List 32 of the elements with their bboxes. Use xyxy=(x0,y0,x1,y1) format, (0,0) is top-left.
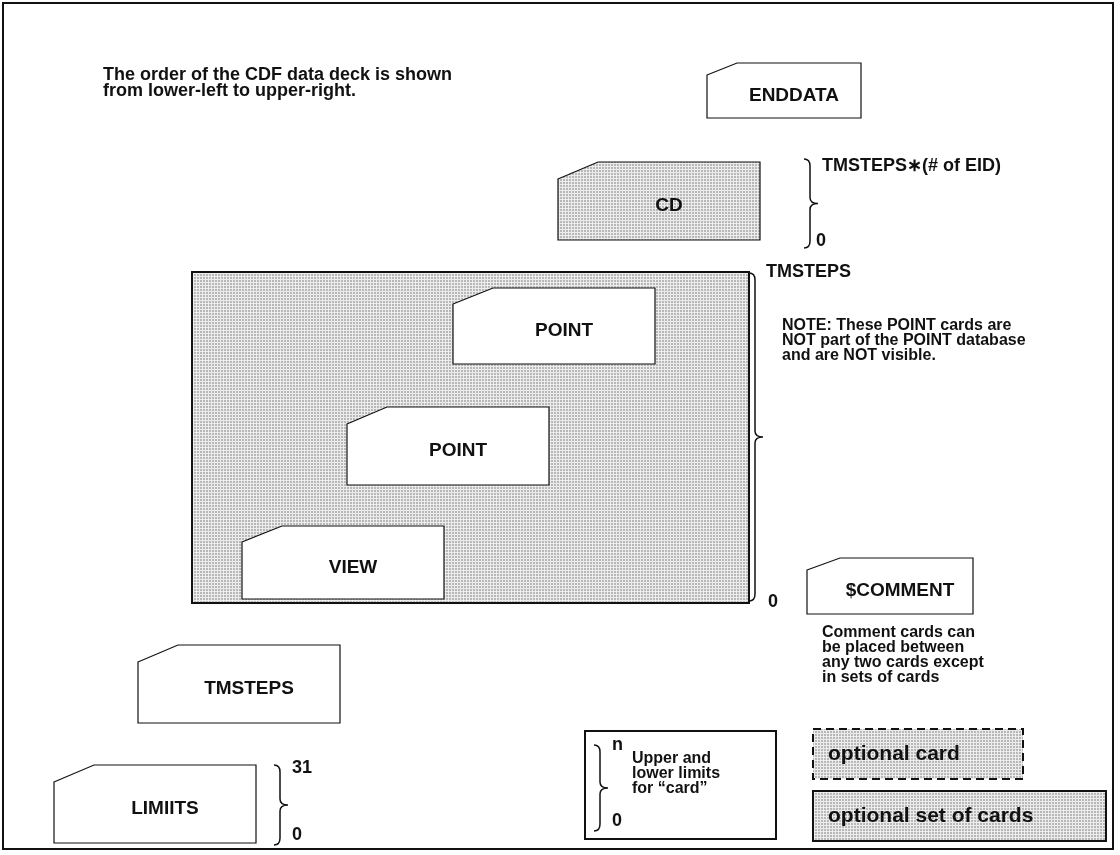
note-text: The order of the CDF data deck is shown from lower-left to upper-right. xyxy=(103,66,454,98)
note-text: Comment cards can be placed between any two cards except in sets of cards xyxy=(822,624,985,684)
limit-label: 31 xyxy=(292,757,313,778)
card-label: LIMIITS xyxy=(130,797,200,819)
card-label: CD xyxy=(654,194,684,216)
limit-label: 0 xyxy=(768,591,778,612)
card-label: VIEW xyxy=(327,555,379,578)
key-text: Upper and lower limits for “card” xyxy=(632,750,722,795)
punch-card xyxy=(806,557,974,615)
punch-card xyxy=(452,287,656,365)
punch-card xyxy=(53,764,257,844)
limit-label: TMSTEPS∗(# of EID) xyxy=(822,154,1001,176)
key-box xyxy=(584,730,777,840)
card-label: POINT xyxy=(533,319,595,341)
card-label: $COMMENT xyxy=(844,579,956,601)
limit-label: 0 xyxy=(612,810,622,831)
card-set-panel xyxy=(191,271,750,604)
legend-label: optional set of cards xyxy=(828,803,1034,827)
limit-label: 0 xyxy=(292,824,302,845)
card-label: TMSTEPS xyxy=(203,677,295,699)
card-label: POINT xyxy=(427,439,489,461)
limit-label: TMSTEPS xyxy=(766,261,851,282)
punch-card xyxy=(557,161,761,241)
note-text: NOTE: These POINT cards are NOT part of the POINT database and are NOT visible. xyxy=(782,317,1027,362)
limit-label: 0 xyxy=(816,230,826,251)
legend-label: optional card xyxy=(828,741,960,765)
punch-card xyxy=(346,406,550,486)
punch-card xyxy=(706,62,862,119)
punch-card xyxy=(241,525,445,600)
limit-label: n xyxy=(612,734,623,755)
punch-card xyxy=(137,644,341,724)
card-label: ENDDATA xyxy=(747,83,841,106)
